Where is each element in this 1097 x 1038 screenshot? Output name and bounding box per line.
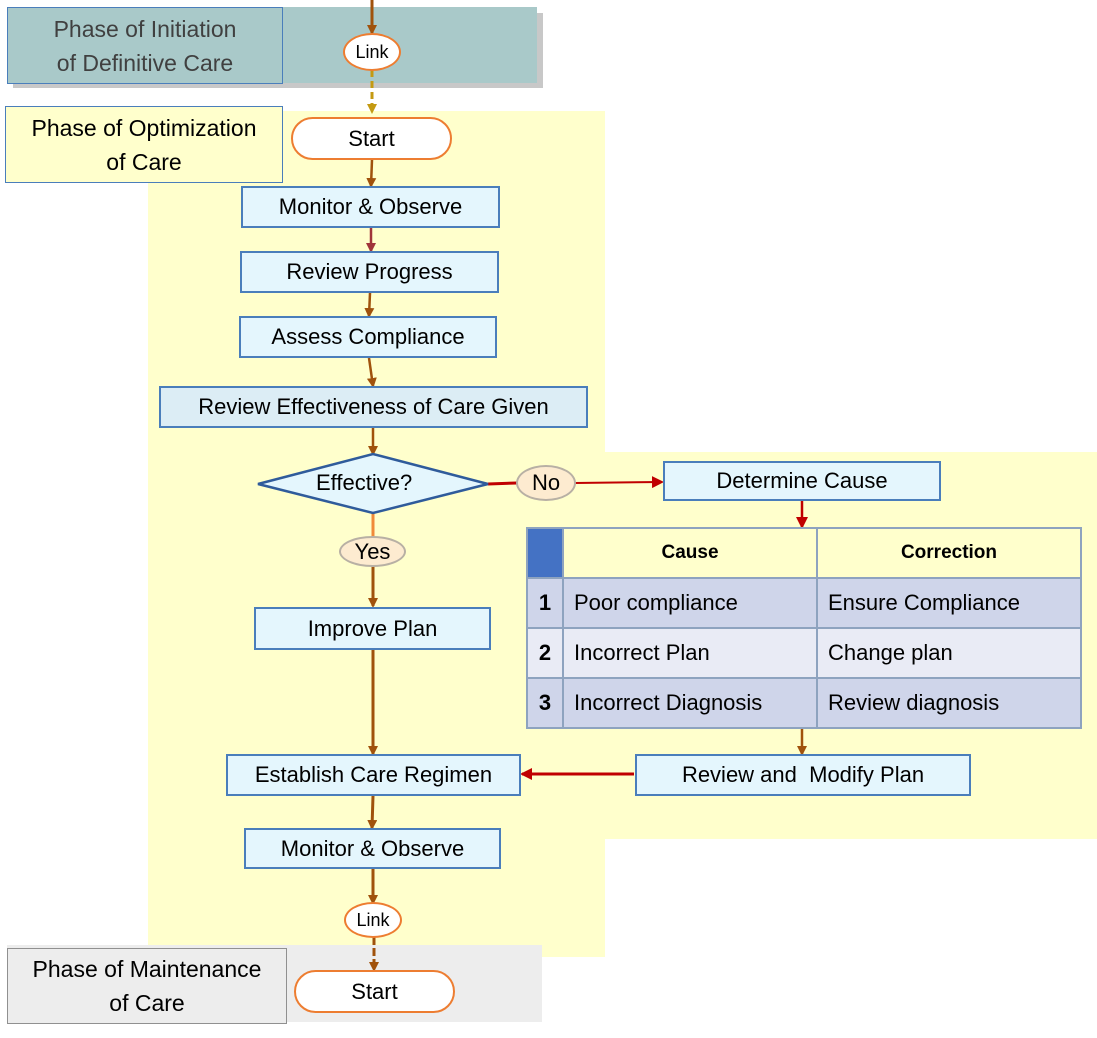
maintenance-label-line1: Phase of Maintenance [32, 956, 262, 982]
yes-text: Yes [354, 538, 391, 564]
start-optimization-text: Start [348, 125, 395, 151]
correction-header: Correction [816, 527, 1082, 579]
monitor-observe-step-1[interactable]: Monitor & Observe [241, 186, 500, 228]
cause-correction-table: Cause Correction 1 Poor compliance Ensur… [526, 527, 1082, 729]
optimization-phase-label: Phase of Optimization of Care [5, 106, 283, 183]
maintenance-label-line2: of Care [109, 990, 185, 1016]
table-row: 1 Poor compliance Ensure Compliance [526, 577, 1082, 629]
initiation-label-line1: Phase of Initiation [53, 15, 237, 42]
decision-text: Effective? [316, 470, 413, 495]
cause-cell: Incorrect Plan [562, 627, 818, 679]
start-maintenance-text: Start [351, 978, 398, 1004]
review-modify-plan-step[interactable]: Review and Modify Plan [635, 754, 971, 796]
link-top-connector[interactable]: Link [343, 33, 401, 71]
initiation-label-line2: of Definitive Care [56, 49, 234, 76]
assess-compliance-step[interactable]: Assess Compliance [239, 316, 497, 358]
maintenance-phase-label: Phase of Maintenance of Care [7, 948, 287, 1024]
cause-cell: Incorrect Diagnosis [562, 677, 818, 729]
table-corner-cell [526, 527, 564, 579]
initiation-phase-label: Phase of Initiation of Definitive Care [7, 7, 283, 84]
establish-care-regimen-step[interactable]: Establish Care Regimen [226, 754, 521, 796]
correction-cell: Review diagnosis [816, 677, 1082, 729]
correction-cell: Change plan [816, 627, 1082, 679]
row-number: 3 [526, 677, 564, 729]
monitor-observe-2-text: Monitor & Observe [280, 835, 465, 861]
link-bottom-connector[interactable]: Link [344, 902, 402, 938]
assess-compliance-text: Assess Compliance [271, 324, 465, 349]
no-text: No [531, 470, 561, 495]
monitor-observe-step-2[interactable]: Monitor & Observe [244, 828, 501, 869]
determine-cause-step[interactable]: Determine Cause [663, 461, 941, 501]
table-row: 3 Incorrect Diagnosis Review diagnosis [526, 677, 1082, 729]
no-branch-label: No [516, 465, 576, 501]
review-progress-text: Review Progress [286, 259, 453, 284]
yes-branch-label: Yes [339, 536, 406, 567]
link-bottom-text: Link [356, 909, 390, 930]
row-number: 1 [526, 577, 564, 629]
review-effectiveness-step[interactable]: Review Effectiveness of Care Given [159, 386, 588, 428]
table-row: 2 Incorrect Plan Change plan [526, 627, 1082, 679]
start-optimization-terminator[interactable]: Start [291, 117, 452, 160]
row-number: 2 [526, 627, 564, 679]
determine-cause-text: Determine Cause [716, 468, 888, 493]
cause-header: Cause [562, 527, 818, 579]
review-progress-step[interactable]: Review Progress [240, 251, 499, 293]
optimization-label-line1: Phase of Optimization [31, 114, 257, 141]
establish-regimen-text: Establish Care Regimen [254, 762, 493, 787]
review-effectiveness-text: Review Effectiveness of Care Given [198, 394, 549, 419]
improve-plan-text: Improve Plan [307, 615, 438, 641]
monitor-observe-1-text: Monitor & Observe [278, 194, 463, 219]
table-header-row: Cause Correction [526, 527, 1082, 579]
improve-plan-step[interactable]: Improve Plan [254, 607, 491, 650]
correction-cell: Ensure Compliance [816, 577, 1082, 629]
link-top-text: Link [355, 41, 389, 62]
review-modify-text: Review and Modify Plan [681, 762, 925, 787]
optimization-label-line2: of Care [106, 148, 182, 175]
cause-cell: Poor compliance [562, 577, 818, 629]
start-maintenance-terminator[interactable]: Start [294, 970, 455, 1013]
